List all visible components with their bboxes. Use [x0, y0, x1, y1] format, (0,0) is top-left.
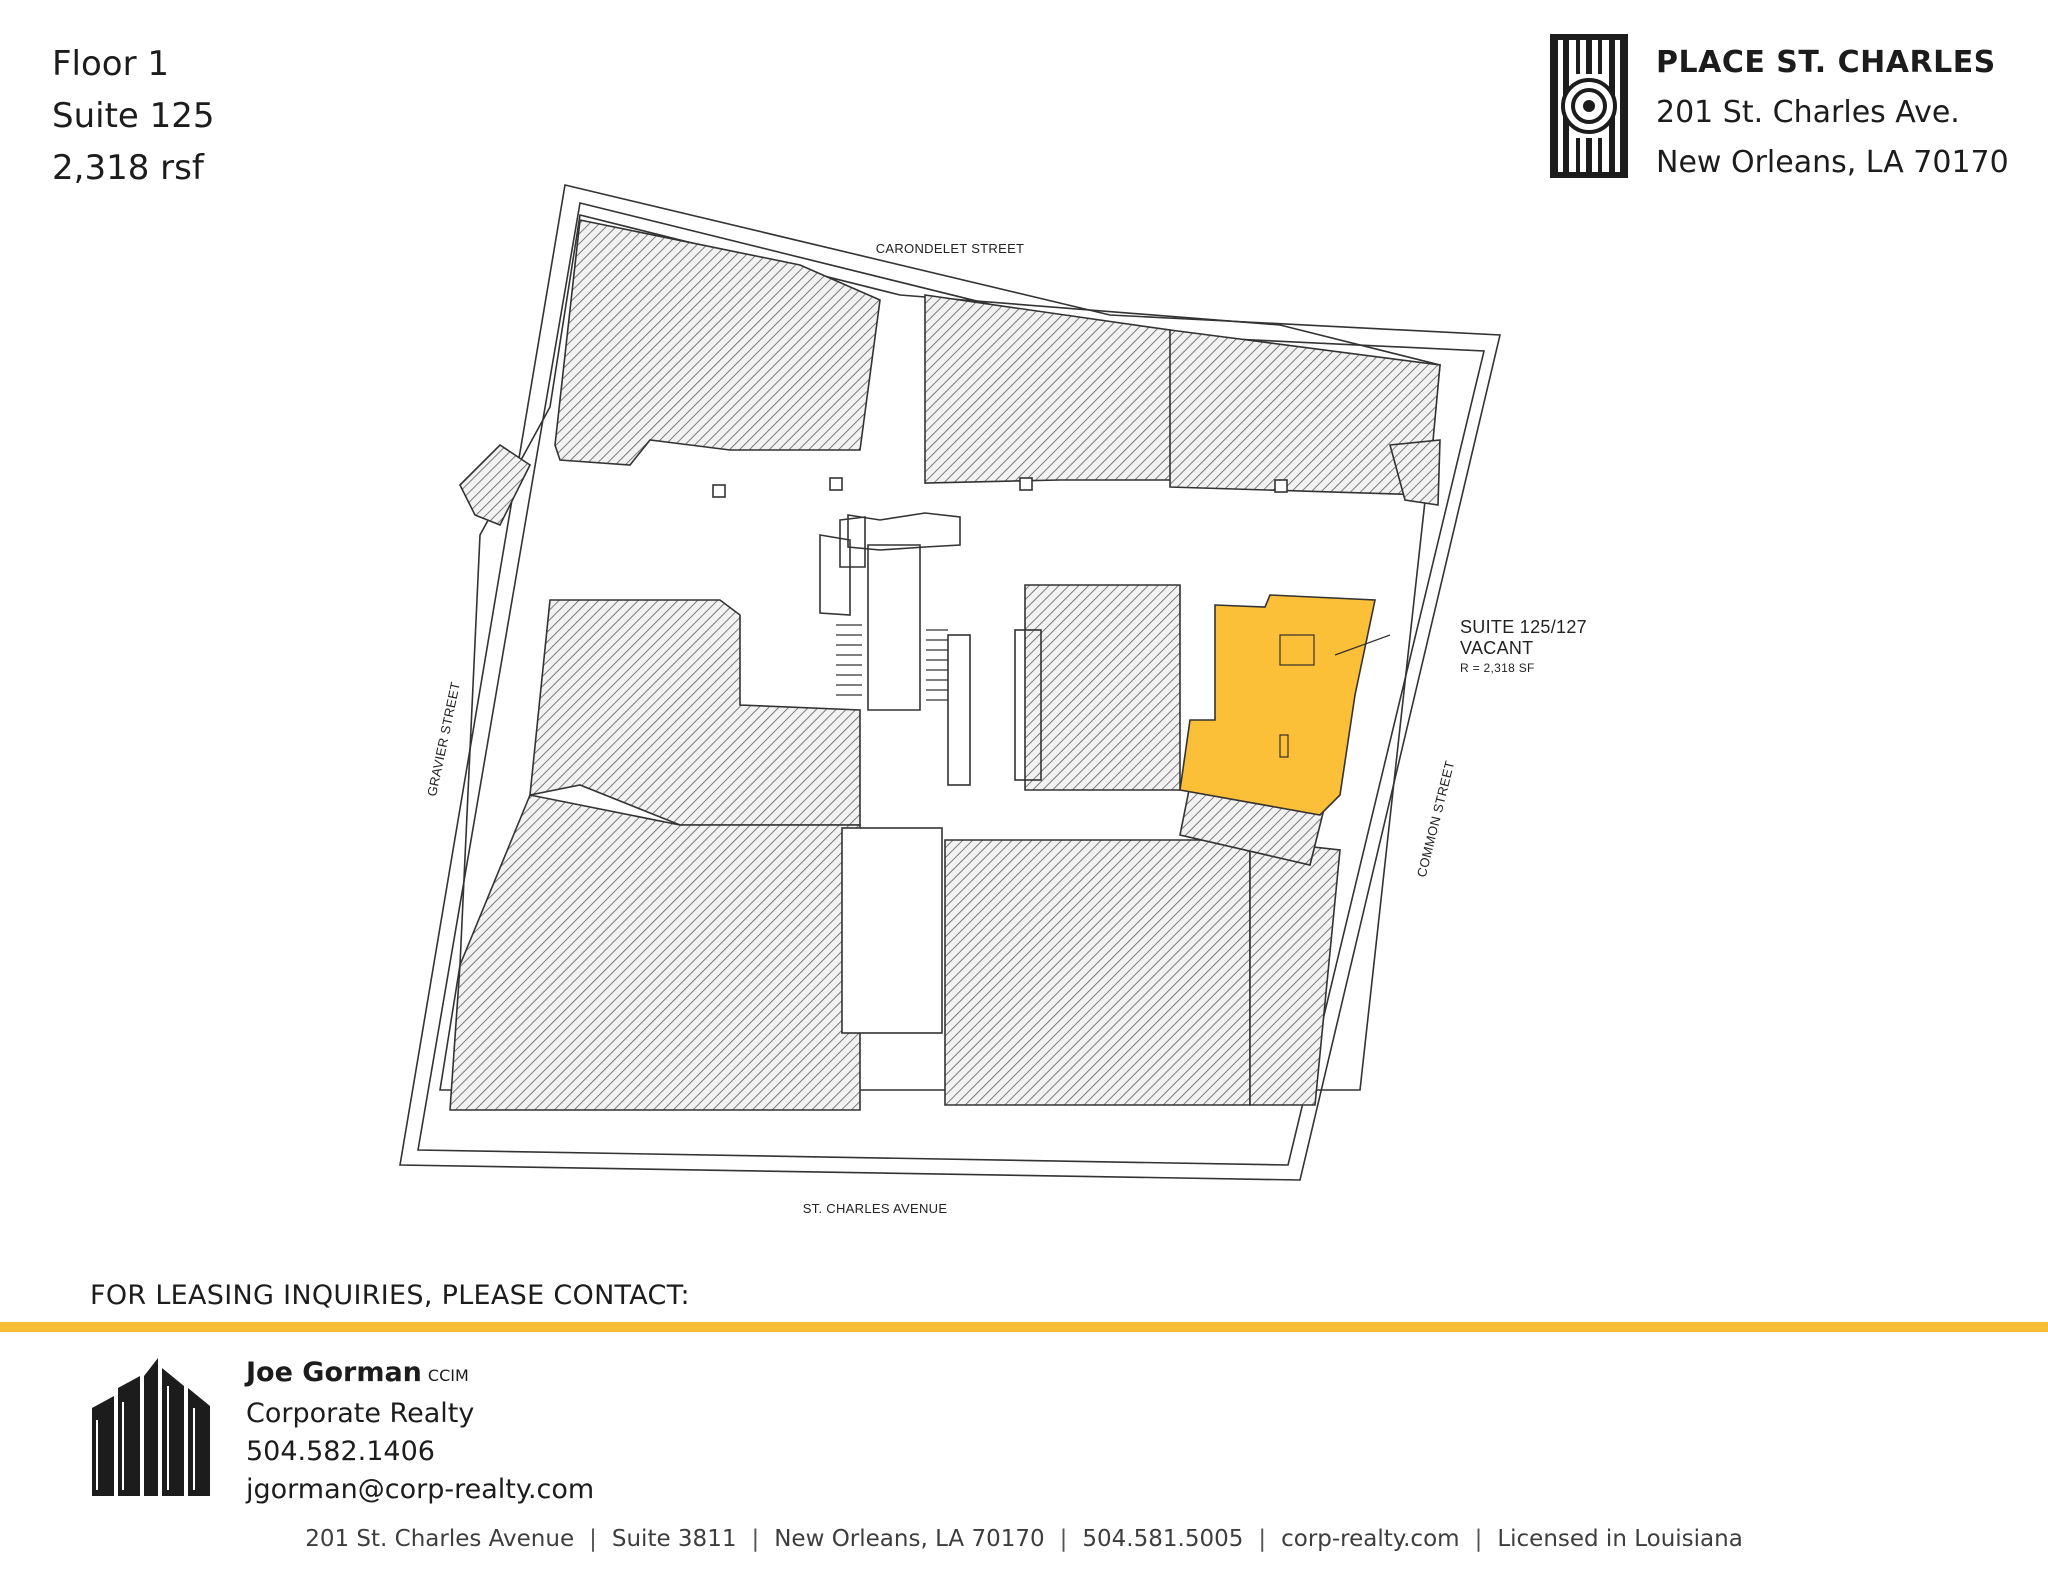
suite-callout-line2: VACANT	[1460, 638, 1533, 658]
agent-contact: Joe Gorman CCIM Corporate Realty 504.582.…	[246, 1354, 594, 1509]
footer-license: Licensed in Louisiana	[1497, 1526, 1743, 1552]
footer-bar: 201 St. Charles Avenue|Suite 3811|New Or…	[305, 1526, 1743, 1552]
corporate-realty-logo-icon	[92, 1358, 210, 1496]
corridor-and-lobby-outlines	[712, 477, 1288, 1034]
street-label-east: COMMON STREET	[1414, 759, 1457, 879]
hatched-tenant-spaces	[449, 219, 1441, 1111]
agent-phone[interactable]: 504.582.1406	[246, 1436, 435, 1467]
suite-label: Suite 125	[52, 96, 215, 136]
footer-address: 201 St. Charles Avenue	[305, 1526, 575, 1552]
building-name: PLACE ST. CHARLES	[1656, 45, 1996, 80]
floor-label: Floor 1	[52, 44, 170, 84]
area-label: 2,318 rsf	[52, 148, 204, 188]
street-label-south: ST. CHARLES AVENUE	[803, 1201, 948, 1216]
footer-phone[interactable]: 504.581.5005	[1082, 1526, 1244, 1552]
callout-leader-line	[1334, 634, 1391, 656]
street-label-north: CARONDELET STREET	[876, 241, 1025, 256]
building-address-line2: New Orleans, LA 70170	[1656, 145, 2009, 180]
gold-divider	[0, 1322, 2048, 1332]
place-st-charles-logo-icon	[1550, 34, 1628, 178]
floor-plan: SUITE 125/127 VACANT R = 2,318 SF CAROND…	[399, 184, 1587, 1216]
building-address-line1: 201 St. Charles Ave.	[1656, 95, 1960, 130]
footer-city: New Orleans, LA 70170	[774, 1526, 1045, 1552]
agent-name: Joe Gorman	[246, 1357, 422, 1388]
suite-interior-column	[1279, 734, 1289, 758]
leasing-heading: FOR LEASING INQUIRIES, PLEASE CONTACT:	[90, 1280, 690, 1311]
agent-credential: CCIM	[427, 1366, 469, 1385]
suite-callout-line3: R = 2,318 SF	[1460, 661, 1535, 675]
street-label-west: GRAVIER STREET	[424, 680, 463, 797]
agent-company: Corporate Realty	[246, 1398, 475, 1429]
suite-callout-line1: SUITE 125/127	[1460, 617, 1587, 637]
footer-website[interactable]: corp-realty.com	[1281, 1526, 1460, 1552]
vacant-suite-125-highlight	[1179, 594, 1376, 816]
suite-interior-room	[1279, 634, 1315, 666]
suite-info: Floor 1 Suite 125 2,318 rsf	[52, 38, 215, 194]
staircases	[836, 624, 948, 701]
footer-suite: Suite 3811	[611, 1526, 737, 1552]
agent-email[interactable]: jgorman@corp-realty.com	[246, 1474, 595, 1505]
